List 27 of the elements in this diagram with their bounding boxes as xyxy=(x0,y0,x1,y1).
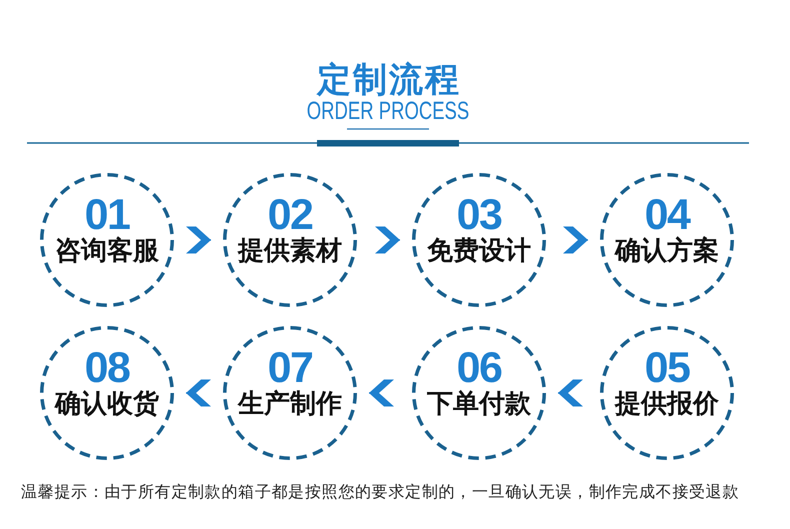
dashed-circle-step xyxy=(223,326,357,460)
step-number: 01 xyxy=(84,193,130,237)
dashed-circle-step xyxy=(40,326,174,460)
step-number: 05 xyxy=(644,346,690,390)
step-number: 07 xyxy=(268,346,312,390)
step-number: 02 xyxy=(268,193,312,237)
step-number: 08 xyxy=(84,346,130,390)
step-label: 咨询客服 xyxy=(55,236,159,266)
step-label: 生产制作 xyxy=(238,389,342,419)
step-label: 确认收货 xyxy=(55,389,159,419)
dashed-circle-step xyxy=(412,326,546,460)
step-label: 下单付款 xyxy=(427,389,531,419)
dashed-circle-step xyxy=(412,173,546,307)
step-number: 06 xyxy=(456,346,502,390)
step-label: 免费设计 xyxy=(427,236,531,266)
dashed-circle-step xyxy=(600,326,734,460)
dashed-circle-step xyxy=(600,173,734,307)
step-label: 确认方案 xyxy=(615,236,719,266)
dashed-circle-step xyxy=(223,173,357,307)
step-number: 04 xyxy=(644,193,690,237)
dashed-circle-step xyxy=(40,173,174,307)
subtitle: ORDER PROCESS xyxy=(306,97,470,125)
step-label: 提供素材 xyxy=(238,236,342,266)
title-heading: 定制流程 xyxy=(317,60,461,100)
notice-text: 温馨提示：由于所有定制款的箱子都是按照您的要求定制的，一旦确认无误，制作完成不接受退款 xyxy=(21,482,740,502)
step-number: 03 xyxy=(456,193,502,237)
step-label: 提供报价 xyxy=(615,389,719,419)
